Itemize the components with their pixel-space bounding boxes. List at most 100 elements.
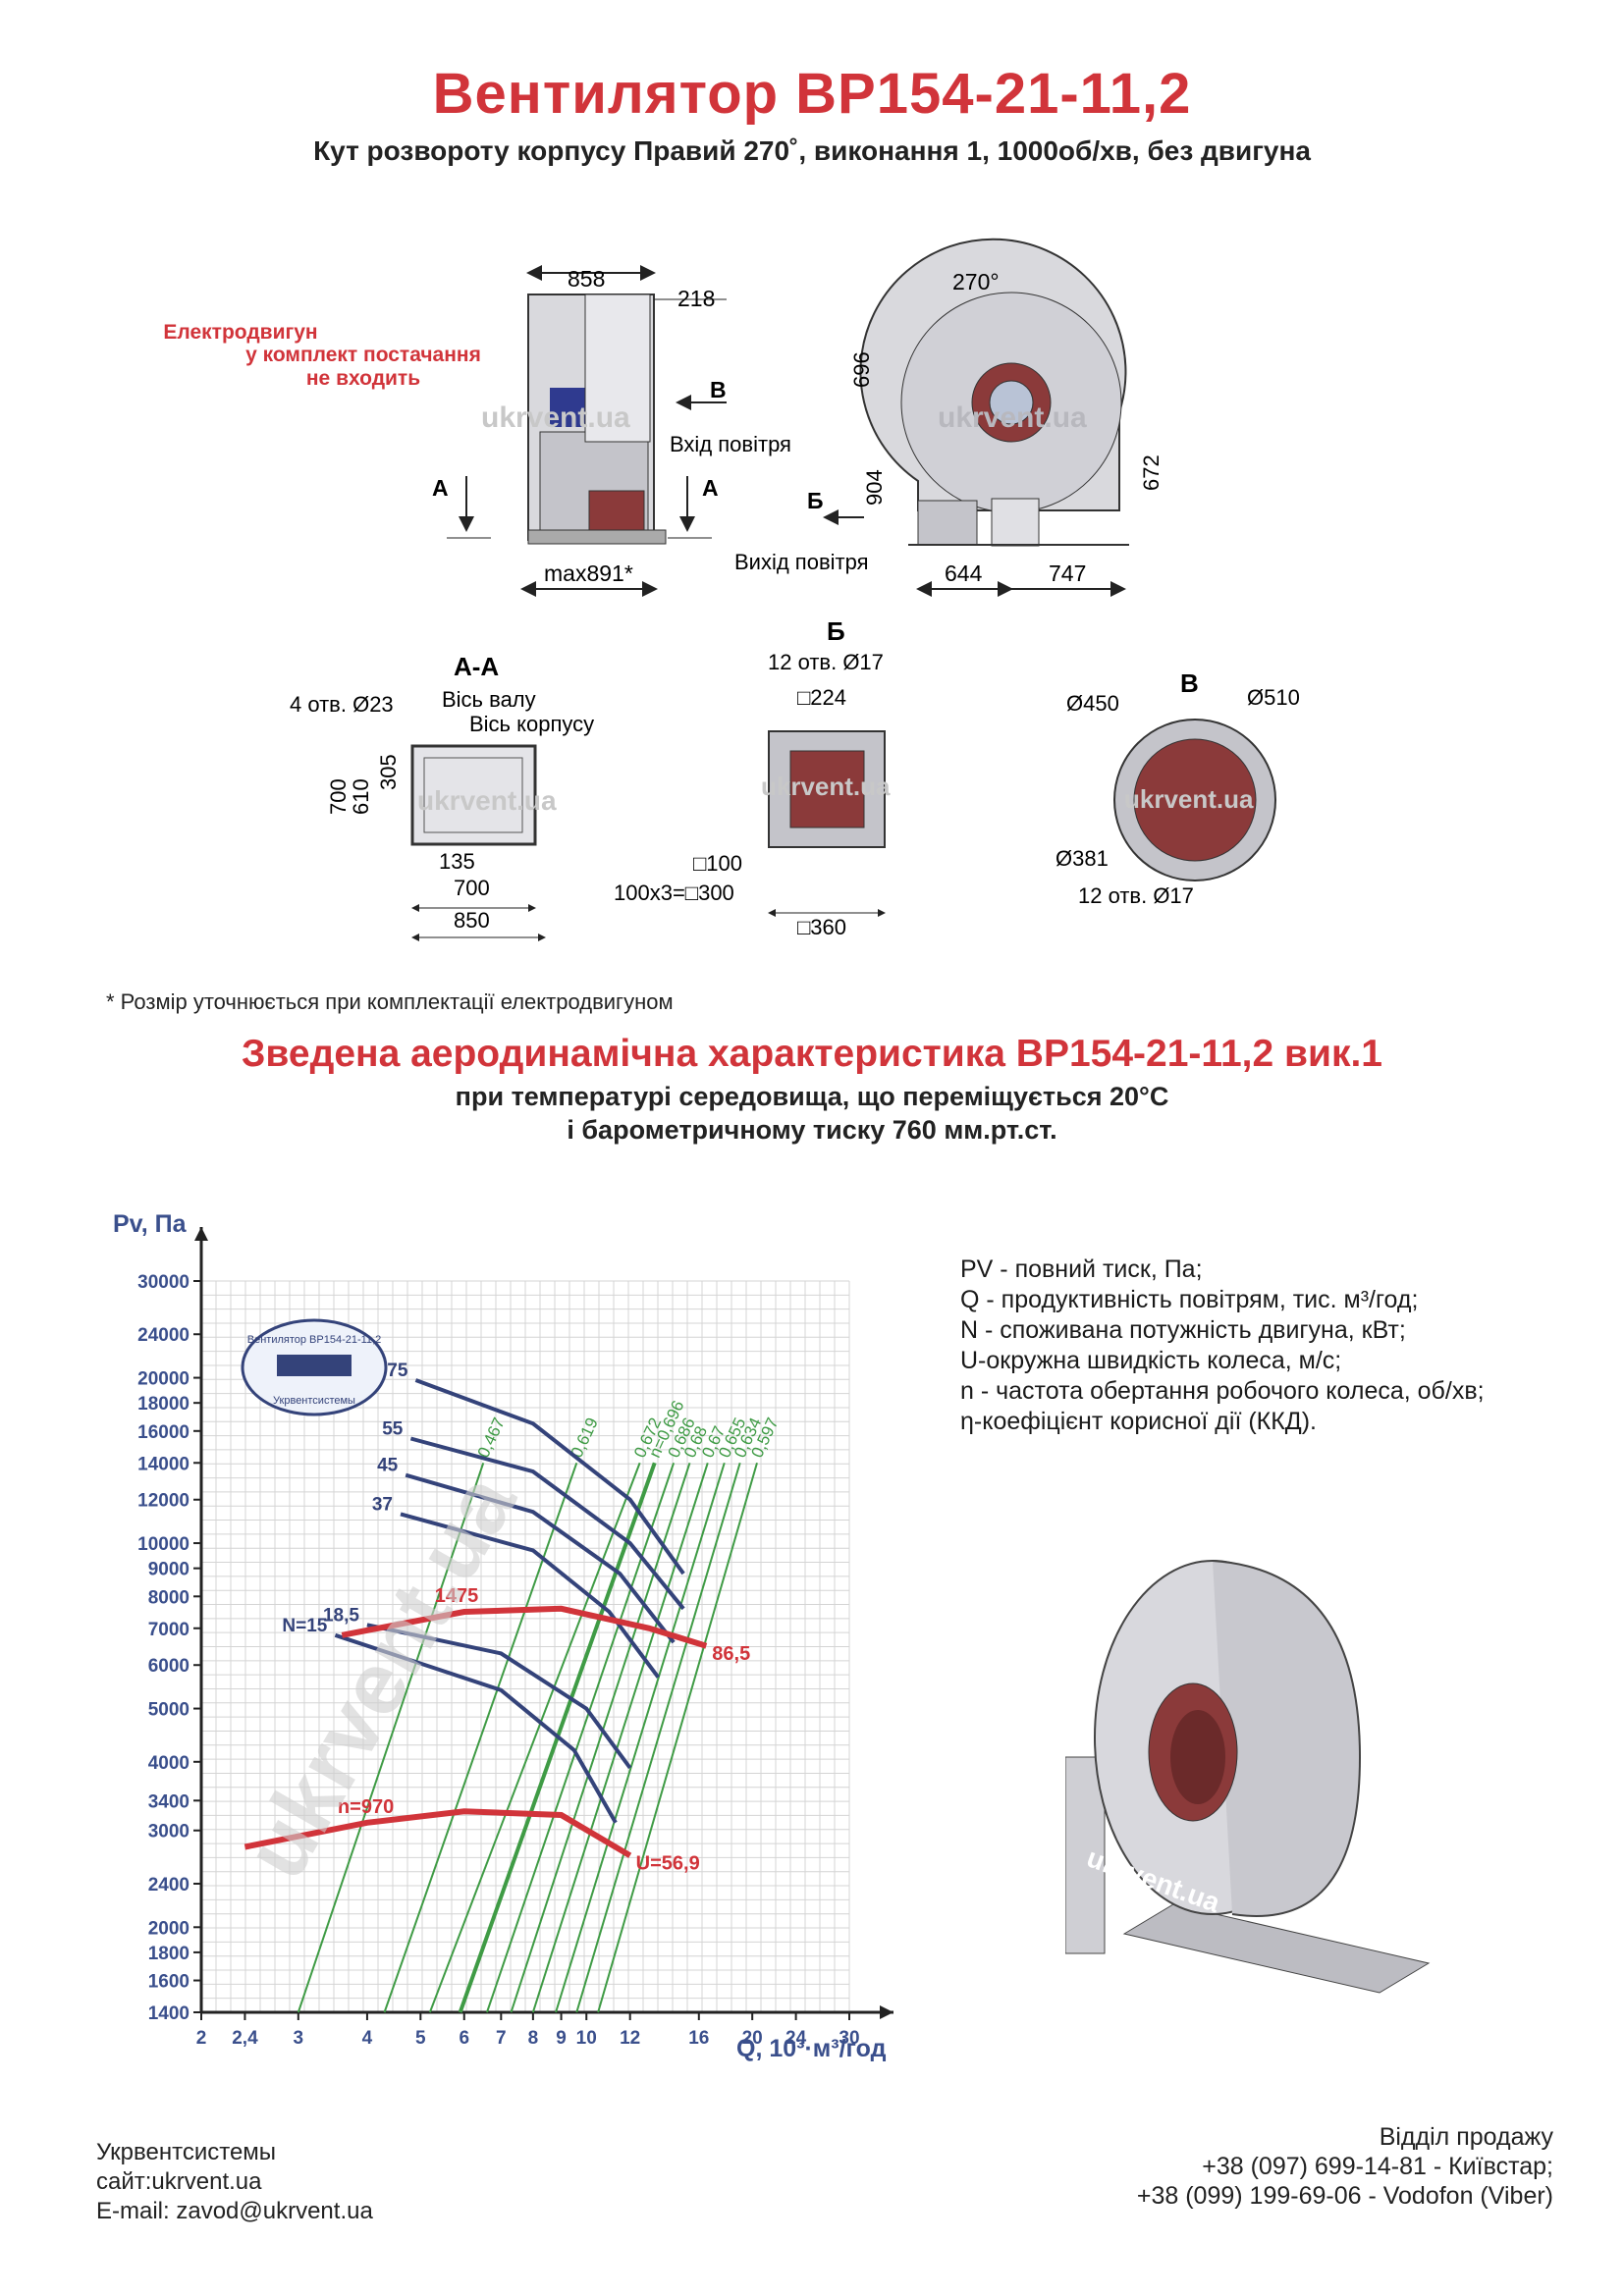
- motor-note-1: Електродвигун: [163, 321, 317, 344]
- footer-email[interactable]: E-mail: zavod@ukrvent.ua: [96, 2198, 373, 2224]
- y-tick-label: 8000: [148, 1587, 189, 1608]
- view-b-title: Б: [827, 616, 845, 646]
- y-tick-label: 2000: [148, 1918, 189, 1939]
- chart-legend: PV - повний тиск, Па; Q - продуктивність…: [960, 1255, 1485, 1437]
- watermark-1: ukrvent.ua: [481, 401, 630, 434]
- aa-dim-305: 305: [376, 754, 401, 790]
- y-tick-label: 10000: [137, 1534, 189, 1555]
- x-tick-label: 10: [576, 2028, 597, 2049]
- view-b: Б 12 отв. Ø17 □224 □100 100x3=□300 □360 …: [614, 616, 891, 939]
- efficiency-line: [428, 1462, 641, 2013]
- legend-u: U-окружна швидкість колеса, м/с;: [960, 1347, 1342, 1374]
- efficiency-line: [486, 1462, 676, 2013]
- footer-company: Укрвентсистемы: [96, 2139, 277, 2165]
- x-tick-label: 3: [294, 2028, 304, 2049]
- stamp-text-1: Вентилятор ВР154-21-11,2: [247, 1334, 381, 1346]
- power-curve: [400, 1512, 661, 1679]
- footnote: * Розмір уточнюється при комплектації ел…: [106, 989, 674, 1014]
- x-tick-label: 9: [556, 2028, 567, 2049]
- dim-747: 747: [1049, 561, 1086, 586]
- x-tick-label: 8: [528, 2028, 539, 2049]
- efficiency-line: [531, 1462, 709, 2013]
- dim-696: 696: [849, 351, 874, 388]
- speed-curve-end-label: 86,5: [712, 1643, 750, 1665]
- footer-site[interactable]: сайт:ukrvent.ua: [96, 2168, 262, 2195]
- y-tick-label: 9000: [148, 1560, 189, 1580]
- power-curve-label: N=15: [282, 1616, 327, 1636]
- power-curve-label: 75: [387, 1361, 408, 1381]
- section-a-left: А: [432, 475, 449, 501]
- air-out-label: Вихід повітря: [734, 550, 869, 574]
- y-axis-arrow: [194, 1227, 208, 1241]
- power-curve-label: 37: [372, 1494, 393, 1515]
- speed-curve: [341, 1605, 708, 1649]
- page-subtitle: Кут розвороту корпусу Правий 270˚, викон…: [313, 135, 1311, 166]
- power-curve: [414, 1378, 685, 1575]
- dim-644: 644: [945, 561, 983, 586]
- dim-218: 218: [677, 286, 715, 311]
- view-v-title: В: [1180, 668, 1199, 698]
- power-curve-label: 18,5: [323, 1605, 359, 1626]
- view-b-front-label: Б: [807, 488, 824, 513]
- view-b-dim-300: 100x3=□300: [614, 881, 734, 905]
- y-tick-label: 1400: [148, 2003, 189, 2024]
- chart-subtitle-1: при температурі середовища, що переміщує…: [455, 1082, 1169, 1111]
- efficiency-line: [297, 1462, 485, 2013]
- front-view: 270° 696 904 672 644 747 Б Вихід повітря…: [734, 238, 1164, 597]
- power-curve-label: 55: [382, 1419, 404, 1440]
- view-b-dim-100: □100: [693, 851, 742, 876]
- dim-max891: max891*: [544, 561, 633, 586]
- dim-672: 672: [1139, 454, 1164, 491]
- power-curve: [366, 1623, 632, 1770]
- sales-phone-1[interactable]: +38 (097) 699-14-81 - Київстар;: [1202, 2153, 1553, 2180]
- side-view: 858 218 max891* А А В Вхід повітря Елект…: [163, 265, 791, 597]
- aa-dim-610: 610: [349, 778, 373, 815]
- chart-stamp: Вентилятор ВР154-21-11,2 Укрвентсистемы: [241, 1318, 388, 1416]
- legend-rpm: n - частота обертання робочого колеса, о…: [960, 1377, 1485, 1405]
- sales-title: Відділ продажу: [1379, 2123, 1553, 2151]
- x-tick-label: 24: [785, 2028, 807, 2049]
- x-tick-label: 4: [362, 2028, 373, 2049]
- watermark-5: ukrvent.ua: [1124, 784, 1254, 814]
- y-tick-label: 30000: [137, 1272, 189, 1293]
- section-aa-title: А-А: [454, 652, 499, 681]
- d381: Ø381: [1056, 846, 1109, 871]
- stamp-text-2: Укрвентсистемы: [273, 1395, 355, 1407]
- dim-858: 858: [568, 266, 605, 292]
- y-tick-label: 16000: [137, 1422, 189, 1443]
- d450: Ø450: [1066, 691, 1119, 716]
- fan-illustration: ukrvent.ua: [1065, 1560, 1431, 1994]
- page-title: Вентилятор ВР154-21-11,2: [432, 62, 1192, 126]
- aa-holes: 4 отв. Ø23: [290, 692, 394, 717]
- watermark-2: ukrvent.ua: [938, 401, 1087, 434]
- section-a-right: А: [702, 475, 719, 501]
- x-tick-label: 30: [839, 2028, 859, 2049]
- dim-904: 904: [862, 469, 887, 506]
- power-curve: [409, 1436, 685, 1611]
- footer-sales: Відділ продажу +38 (097) 699-14-81 - Киї…: [1137, 2122, 1553, 2211]
- speed-curve-label: 1475: [435, 1585, 479, 1607]
- y-tick-label: 24000: [137, 1325, 189, 1346]
- power-curve: [405, 1472, 676, 1644]
- x-tick-label: 7: [496, 2028, 507, 2049]
- shaft-axis: Вісь валу: [442, 687, 536, 712]
- y-tick-label: 12000: [137, 1491, 189, 1512]
- y-tick-label: 20000: [137, 1369, 189, 1390]
- motor-note-2: у комплект постачання: [245, 344, 481, 366]
- speed-curve-end-label: U=56,9: [636, 1852, 700, 1874]
- efficiency-line: [383, 1462, 578, 2013]
- legend-q: Q - продуктивність повітрям, тис. м³/год…: [960, 1286, 1419, 1313]
- y-tick-label: 6000: [148, 1656, 189, 1677]
- y-tick-label: 18000: [137, 1394, 189, 1415]
- y-tick-label: 1800: [148, 1944, 189, 1964]
- x-tick-label: 20: [742, 2028, 763, 2049]
- efficiency-line: [555, 1462, 726, 2013]
- aa-dim-700h: 700: [454, 876, 490, 900]
- motor-note-3: не входить: [306, 367, 420, 390]
- section-aa: А-А 4 отв. Ø23 Вісь валу Вісь корпусу 70…: [290, 652, 594, 941]
- efficiency-line: [597, 1462, 758, 2013]
- sales-phone-2[interactable]: +38 (099) 199-69-06 - Vodofon (Viber): [1136, 2182, 1553, 2210]
- y-axis-label: Pv, Па: [113, 1210, 188, 1238]
